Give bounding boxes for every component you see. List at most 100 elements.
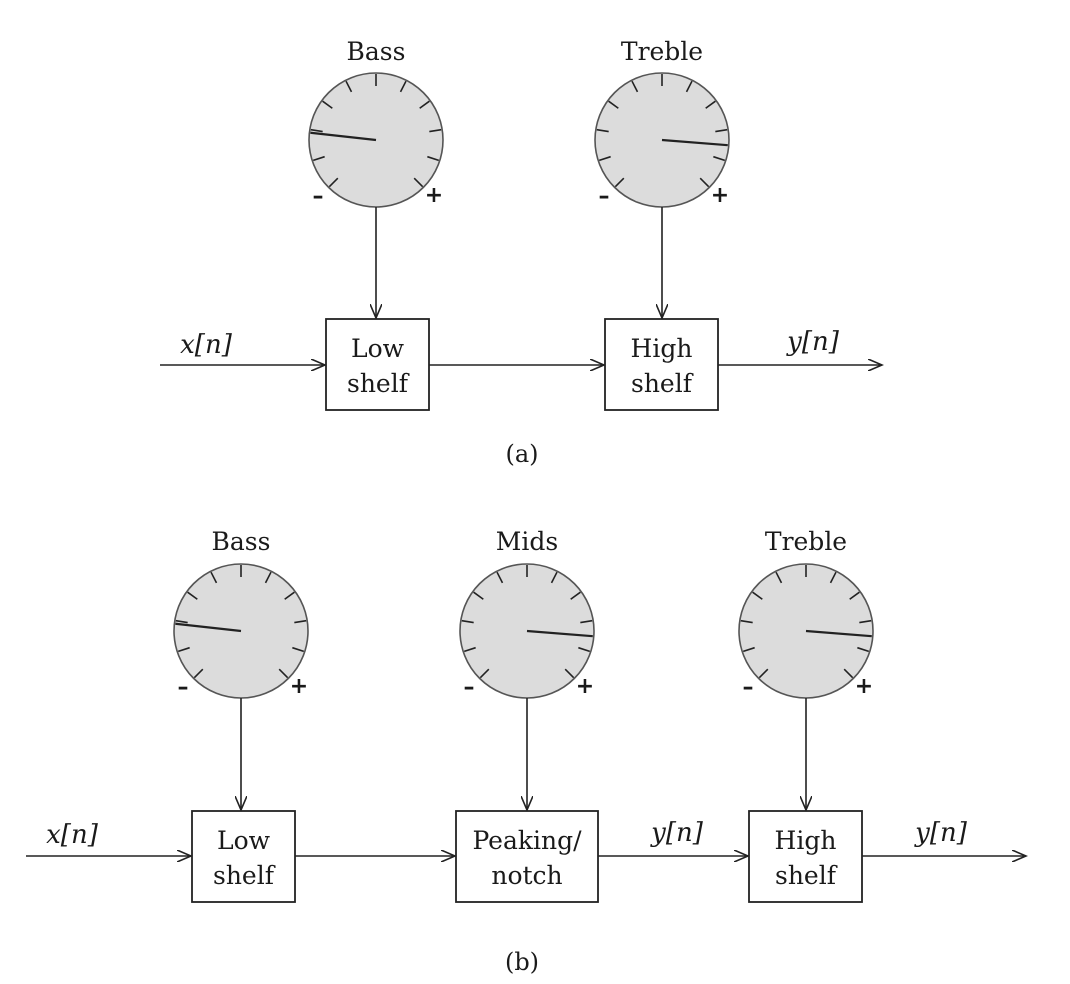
- dial-tick: [564, 668, 575, 679]
- dial-needle: [526, 629, 593, 638]
- dial-tick: [758, 668, 769, 679]
- dial-ticks: [740, 565, 872, 679]
- dial-tick: [193, 668, 204, 679]
- knob-title: Treble: [621, 37, 703, 66]
- dial-tick: [278, 668, 289, 679]
- knob-a-bass[interactable]: Bass – +: [308, 37, 444, 209]
- dial-tick: [284, 591, 295, 600]
- dial-tick: [705, 100, 716, 109]
- dial-tick: [857, 646, 870, 653]
- block-label-line1: Low: [217, 826, 271, 855]
- minus-label: –: [464, 675, 475, 700]
- dial-tick: [742, 646, 755, 653]
- block-label-line2: shelf: [347, 369, 410, 398]
- block-high-shelf[interactable]: High shelf: [748, 810, 863, 903]
- input-signal-label: x[n]: [180, 330, 233, 360]
- dial-tick: [608, 100, 619, 109]
- dial-tick: [312, 155, 325, 162]
- dial-ticks: [461, 565, 593, 679]
- knob-b-treble[interactable]: Treble – +: [738, 527, 874, 700]
- knob-b-mids[interactable]: Mids – +: [459, 527, 595, 700]
- dial-tick: [849, 591, 860, 600]
- block-high-shelf[interactable]: High shelf: [604, 318, 719, 411]
- dial-tick: [715, 128, 728, 133]
- minus-label: –: [313, 184, 324, 209]
- block-box: [604, 318, 719, 411]
- dial-needle: [175, 622, 242, 633]
- dial-needle: [310, 131, 377, 142]
- plus-label: +: [576, 674, 594, 699]
- dial-tick: [399, 80, 407, 93]
- dial-tick: [345, 80, 353, 93]
- block-box: [455, 810, 599, 903]
- dial-tick: [175, 619, 188, 624]
- dial-tick: [473, 591, 484, 600]
- dial-tick: [752, 591, 763, 600]
- dial-tick: [210, 571, 218, 584]
- dial-tick: [413, 177, 424, 188]
- plus-label: +: [711, 183, 729, 208]
- dial-ticks: [596, 74, 728, 188]
- dial-tick: [614, 177, 625, 188]
- dial-needle: [661, 138, 728, 147]
- input-signal-label: x[n]: [46, 820, 99, 850]
- dial-tick: [631, 80, 639, 93]
- dial-tick: [578, 646, 591, 653]
- dial-tick: [310, 128, 323, 133]
- dial-tick: [463, 646, 476, 653]
- block-label-line1: Low: [351, 334, 405, 363]
- block-label-line1: High: [775, 826, 837, 855]
- dial-tick: [264, 571, 272, 584]
- block-label-line2: shelf: [213, 861, 276, 890]
- dial-tick: [292, 646, 305, 653]
- output-signal-label: y[n]: [786, 327, 840, 357]
- block-box: [748, 810, 863, 903]
- dial-tick: [419, 100, 430, 109]
- dial-tick: [713, 155, 726, 162]
- dial-tick: [461, 619, 474, 624]
- dial-tick: [570, 591, 581, 600]
- minus-label: –: [178, 675, 189, 700]
- dial-needle: [805, 629, 872, 638]
- plus-label: +: [425, 183, 443, 208]
- dial-tick: [550, 571, 558, 584]
- dial-tick: [177, 646, 190, 653]
- dial-tick: [479, 668, 490, 679]
- plus-label: +: [290, 674, 308, 699]
- minus-label: –: [599, 184, 610, 209]
- knob-a-treble[interactable]: Treble – +: [594, 37, 730, 209]
- caption-b: (b): [505, 948, 539, 976]
- mid-signal-label: y[n]: [650, 818, 704, 848]
- dial-tick: [328, 177, 339, 188]
- knob-title: Treble: [765, 527, 847, 556]
- block-peaking-notch[interactable]: Peaking/ notch: [455, 810, 599, 903]
- caption-a: (a): [505, 440, 538, 468]
- output-signal-label: y[n]: [914, 818, 968, 848]
- dial-ticks: [310, 74, 442, 188]
- dial-tick: [598, 155, 611, 162]
- block-box: [191, 810, 296, 903]
- dial-ticks: [175, 565, 307, 679]
- dial-tick: [322, 100, 333, 109]
- minus-label: –: [743, 675, 754, 700]
- knob-title: Mids: [496, 527, 558, 556]
- dial-tick: [740, 619, 753, 624]
- block-low-shelf[interactable]: Low shelf: [325, 318, 430, 411]
- dial-tick: [580, 619, 593, 624]
- knob-b-bass[interactable]: Bass – +: [173, 527, 309, 700]
- block-label-line2: notch: [491, 861, 562, 890]
- knob-title: Bass: [212, 527, 271, 556]
- diagram-a: Bass – + Treble – + x[n] Low shelf: [160, 37, 882, 468]
- dial-tick: [596, 128, 609, 133]
- dial-tick: [427, 155, 440, 162]
- dial-tick: [775, 571, 783, 584]
- block-label-line1: High: [631, 334, 693, 363]
- block-label-line1: Peaking/: [472, 826, 582, 855]
- diagram-b: Bass – + Mids – + Treble – +: [26, 527, 1026, 976]
- dial-tick: [294, 619, 307, 624]
- block-low-shelf[interactable]: Low shelf: [191, 810, 296, 903]
- dial-tick: [429, 128, 442, 133]
- block-label-line2: shelf: [631, 369, 694, 398]
- block-label-line2: shelf: [775, 861, 838, 890]
